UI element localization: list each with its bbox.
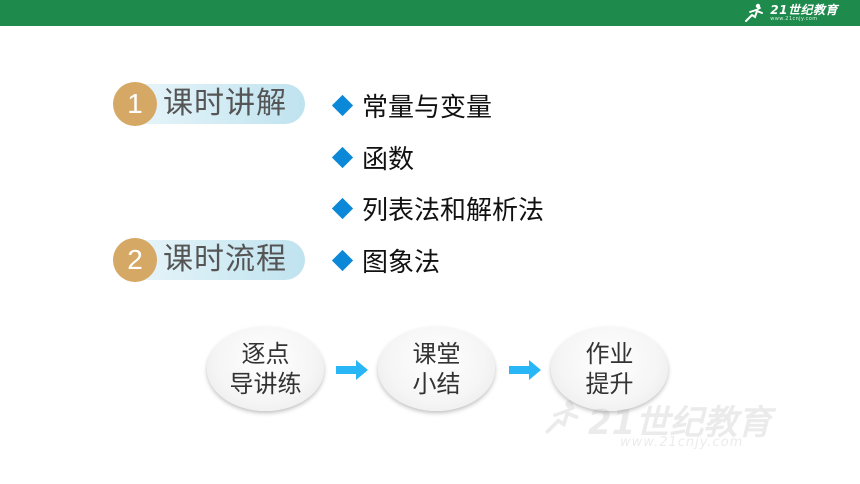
- topic-item-function[interactable]: 函数: [331, 139, 414, 175]
- section-label: 课时讲解: [163, 86, 287, 121]
- brand-logo: 21世纪教育 www.21cnjy.com: [742, 2, 838, 24]
- topic-label: 常量与变量: [362, 92, 493, 123]
- step-line2: 导讲练: [229, 370, 302, 398]
- top-banner: 21世纪教育 www.21cnjy.com: [0, 0, 860, 26]
- right-arrow-icon: [336, 360, 368, 380]
- step-homework-improvement[interactable]: 作业 提升: [551, 327, 668, 411]
- right-arrow-icon: [509, 360, 541, 380]
- step-line1: 课堂: [412, 340, 461, 368]
- watermark-runner-icon: [545, 400, 579, 434]
- section-lesson-explanation[interactable]: 1 课时讲解: [113, 82, 305, 126]
- topic-item-table-analytic-method[interactable]: 列表法和解析法: [331, 190, 544, 226]
- section-number-badge: 2: [113, 238, 157, 282]
- step-line1: 逐点: [241, 340, 290, 368]
- section-label: 课时流程: [163, 242, 287, 277]
- topic-item-graph-method[interactable]: 图象法: [331, 242, 440, 278]
- watermark-url: www.21cnjy.com: [620, 435, 744, 450]
- diamond-bullet-icon: [331, 249, 354, 271]
- section-number-badge: 1: [113, 82, 157, 126]
- diamond-bullet-icon: [331, 197, 354, 219]
- topic-item-constants-variables[interactable]: 常量与变量: [331, 87, 492, 123]
- watermark-text: 21世纪教育: [588, 403, 772, 443]
- runner-icon: [745, 3, 764, 22]
- step-line1: 作业: [585, 340, 634, 368]
- diamond-bullet-icon: [331, 146, 354, 168]
- topic-label: 图象法: [362, 247, 441, 278]
- watermark: 21世纪教育 www.21cnjy.com: [530, 395, 830, 455]
- topic-label: 函数: [362, 144, 415, 175]
- logo-text: 21世纪教育: [770, 3, 838, 17]
- logo-url: www.21cnjy.com: [770, 16, 818, 22]
- diamond-bullet-icon: [331, 94, 354, 116]
- step-class-summary[interactable]: 课堂 小结: [378, 327, 495, 411]
- step-line2: 小结: [412, 370, 461, 398]
- section-lesson-flow[interactable]: 2 课时流程: [113, 238, 305, 282]
- step-point-by-point-practice[interactable]: 逐点 导讲练: [207, 327, 324, 411]
- topic-label: 列表法和解析法: [362, 195, 545, 226]
- step-line2: 提升: [585, 370, 634, 398]
